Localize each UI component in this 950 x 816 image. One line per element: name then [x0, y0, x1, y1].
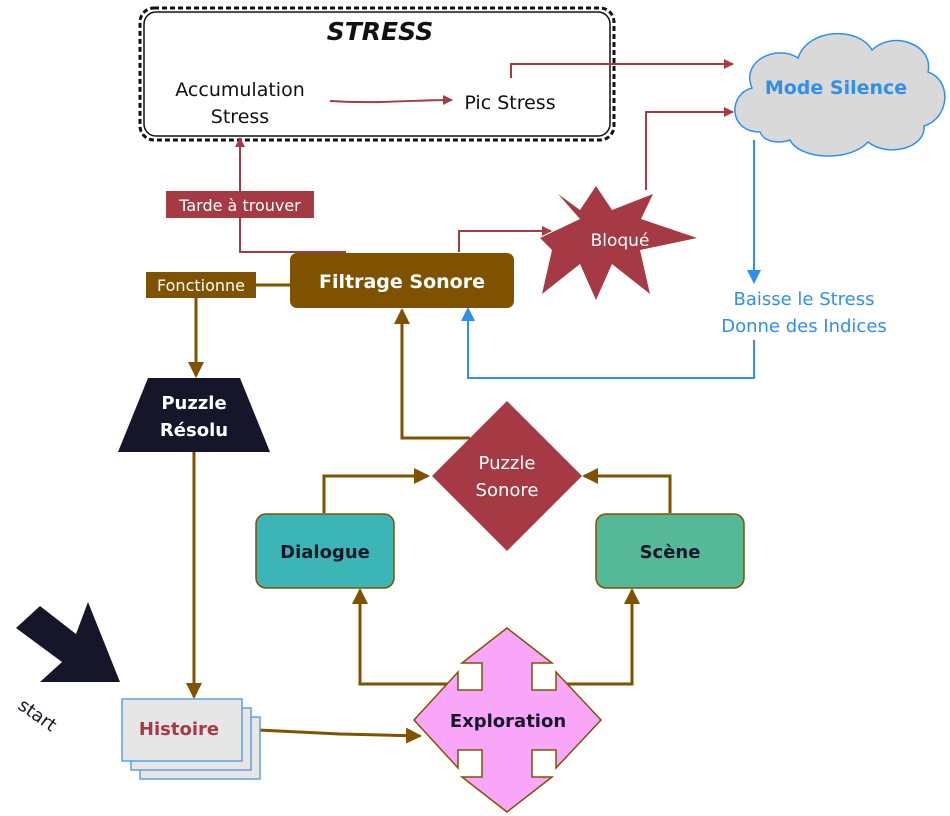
stress-peak: Pic Stress [464, 92, 555, 114]
start-label: start [14, 695, 60, 736]
scene-node: Scène [595, 513, 745, 589]
arrow-hint-to-filtrage [461, 307, 755, 379]
histoire-label: Histoire [139, 719, 219, 740]
arrow-accumulation-to-peak [329, 95, 453, 106]
stress-box: STRESS Accumulation Stress Pic Stress [138, 6, 616, 142]
arrow-filtrage-to-bloque [458, 226, 552, 252]
filtrage-label: Filtrage Sonore [319, 271, 485, 293]
dialogue-node: Dialogue [255, 513, 395, 589]
arrow-filtrage-to-resolu [188, 283, 290, 378]
puzzle-sonore-line2: Sonore [476, 480, 539, 501]
arrow-exploration-to-scene [556, 588, 640, 686]
scene-label: Scène [640, 542, 701, 563]
histoire-node: Histoire [121, 698, 261, 780]
exploration-node: Exploration [412, 627, 603, 813]
arrow-puzzle-to-filtrage [394, 308, 470, 440]
puzzle-resolu-node: Puzzle Résolu [118, 378, 270, 452]
hint-line1: Baisse le Stress [733, 289, 874, 310]
puzzle-resolu-line2: Résolu [160, 420, 228, 441]
exploration-label: Exploration [450, 711, 566, 732]
puzzle-sonore-node: Puzzle Sonore [432, 401, 582, 551]
label-fonctionne-text: Fonctionne [157, 276, 245, 295]
dialogue-label: Dialogue [280, 542, 370, 563]
arrow-dialogue-to-puzzle [322, 468, 430, 513]
arrow-exploration-to-dialogue [352, 588, 456, 686]
label-tarde: Tarde à trouver [166, 191, 314, 218]
stress-title: STRESS [327, 17, 434, 46]
label-tarde-text: Tarde à trouver [178, 196, 301, 215]
stress-accumulation-line1: Accumulation [175, 79, 304, 101]
filtrage-node: Filtrage Sonore [290, 253, 514, 308]
bloque-star: Bloqué [540, 186, 697, 300]
arrow-peak-to-silence [510, 59, 734, 78]
start-arrow [16, 602, 120, 682]
arrow-scene-to-puzzle [582, 468, 672, 513]
puzzle-resolu-line1: Puzzle [161, 393, 226, 414]
bloque-label: Bloqué [591, 231, 650, 251]
hint-line2: Donne des Indices [721, 316, 887, 337]
stress-accumulation-line2: Stress [211, 106, 269, 128]
arrow-bloque-to-silence [645, 107, 734, 190]
puzzle-sonore-line1: Puzzle [479, 453, 536, 474]
arrow-filtrage-to-accumulation [235, 137, 346, 253]
arrow-histoire-to-exploration [257, 727, 422, 744]
label-fonctionne: Fonctionne [146, 272, 256, 298]
mode-silence-label: Mode Silence [765, 77, 907, 99]
mode-silence-cloud: Mode Silence [734, 32, 946, 157]
